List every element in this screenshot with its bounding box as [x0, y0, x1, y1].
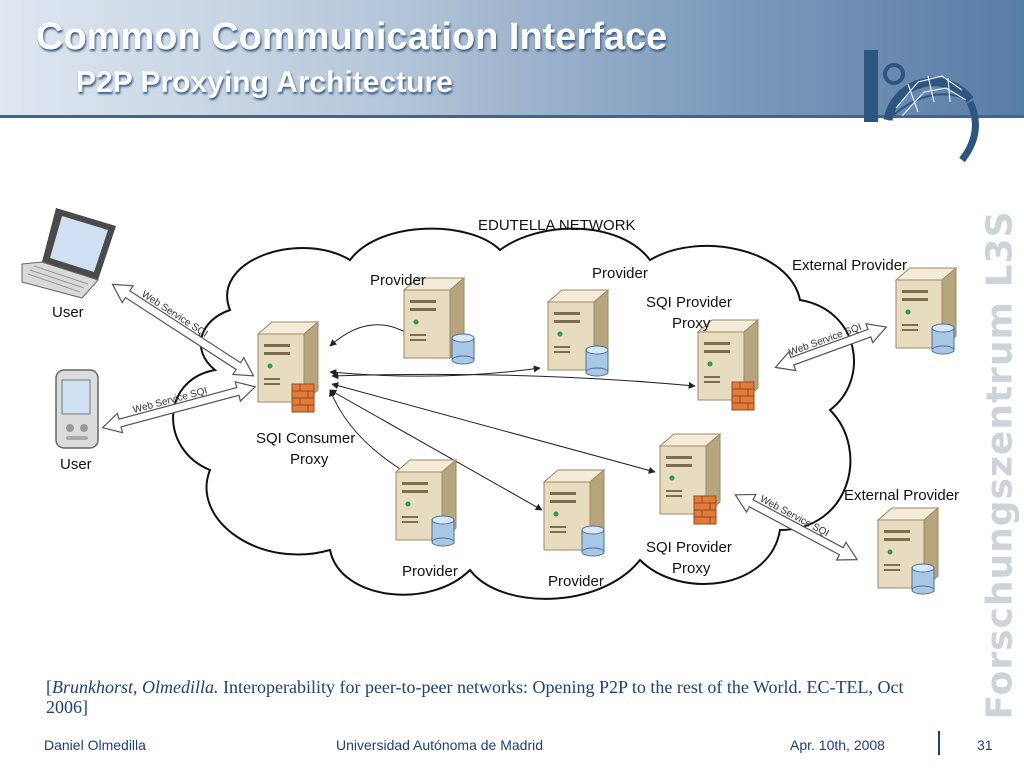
consumer-proxy-label: SQI Consumer Proxy: [256, 430, 359, 468]
provider-label: Provider: [548, 573, 604, 590]
user-label-2: User: [60, 456, 92, 473]
external-provider-label: External Provider: [844, 487, 959, 504]
provider-server-icon: [547, 289, 609, 377]
header-divider: [0, 115, 1024, 118]
dome-logo-icon: [864, 50, 979, 162]
provider-proxy-server-icon: [659, 433, 721, 525]
slide-header: Common Communication Interface P2P Proxy…: [0, 0, 1024, 118]
footer-institution: Universidad Autónoma de Madrid: [336, 737, 544, 753]
provider-label: Provider: [402, 563, 458, 580]
architecture-diagram: EDUTELLA NETWORK Web Service SQI Web Ser…: [21, 208, 959, 600]
user-label-1: User: [52, 304, 84, 321]
footer-separator: [938, 731, 940, 755]
slide-title: Common Communication Interface: [36, 16, 668, 58]
external-provider-label: External Provider: [792, 257, 907, 274]
provider-label: Provider: [370, 272, 426, 289]
citation: [Brunkhorst, Olmedilla. Interoperability…: [46, 677, 904, 717]
svg-text:Web Service SQI: Web Service SQI: [139, 289, 209, 340]
pda-icon: [55, 369, 99, 449]
footer-author: Daniel Olmedilla: [44, 737, 146, 753]
provider-server-icon: [395, 459, 457, 547]
provider-server-icon: [543, 469, 605, 557]
proxy-connections: [329, 324, 696, 511]
network-label: EDUTELLA NETWORK: [478, 217, 636, 234]
provider-label: Provider: [592, 265, 648, 282]
footer-date: Apr. 10th, 2008: [790, 737, 885, 753]
slide-subtitle: P2P Proxying Architecture: [76, 66, 453, 99]
laptop-icon: [21, 208, 116, 299]
citation-authors: Brunkhorst, Olmedilla.: [52, 677, 219, 697]
citation-text: Interoperability for peer-to-peer networ…: [46, 677, 904, 717]
consumer-proxy-server-icon: [257, 321, 319, 413]
provider-proxy-label: SQI Provider Proxy: [646, 539, 736, 577]
network-cloud: [172, 227, 855, 600]
page-number: 31: [977, 737, 993, 753]
provider-server-icon: [403, 277, 475, 365]
external-provider-server-icon: [895, 267, 957, 355]
provider-proxy-server-icon: [697, 319, 759, 411]
external-provider-server-icon: [877, 507, 939, 595]
provider-proxy-label: SQI Provider Proxy: [646, 294, 736, 332]
